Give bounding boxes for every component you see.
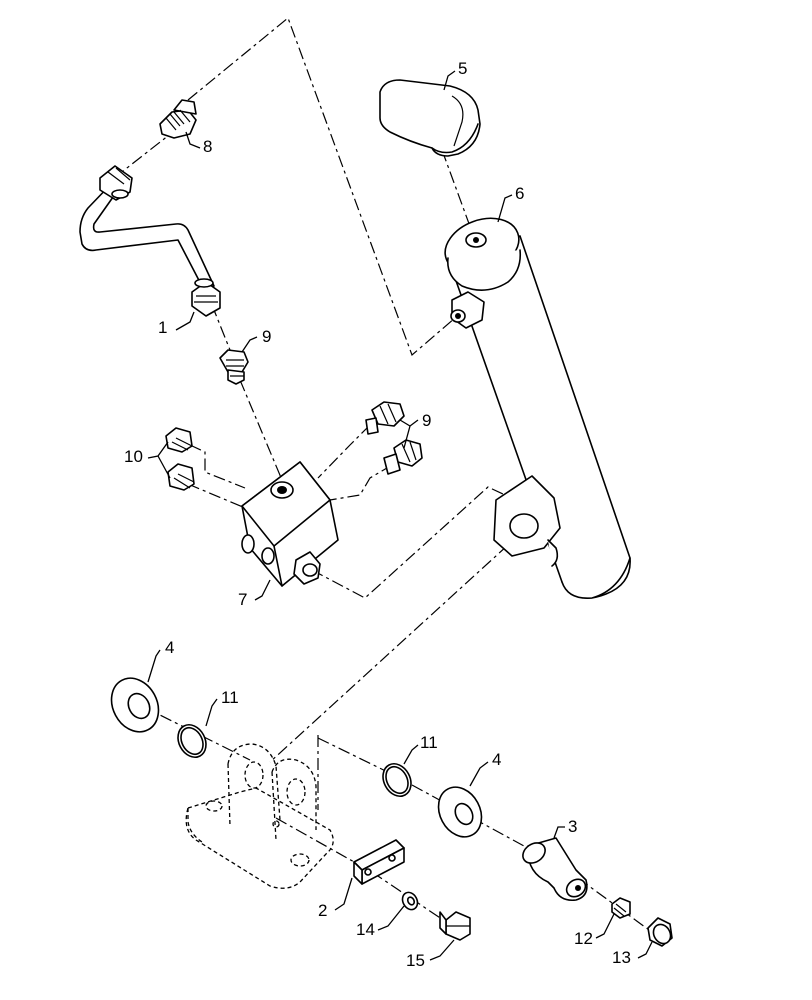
washer-part-4-right bbox=[437, 786, 483, 838]
o-ring-part-11-left bbox=[177, 723, 207, 759]
mounting-bracket-phantom bbox=[185, 743, 334, 889]
cap-part-5 bbox=[379, 79, 481, 157]
fitting-part-9-right-upper bbox=[365, 401, 405, 435]
callout-4-left: 4 bbox=[165, 638, 174, 657]
plug-part-10-lower bbox=[167, 463, 195, 491]
o-ring-part-11-right bbox=[382, 762, 412, 798]
grease-fitting-part-12 bbox=[611, 897, 631, 919]
callout-4-right: 4 bbox=[492, 750, 501, 769]
assembly-centerlines bbox=[117, 17, 661, 939]
bolt-part-15 bbox=[439, 911, 471, 941]
fitting-part-9-upper bbox=[219, 349, 249, 385]
callout-9-upper: 9 bbox=[262, 327, 271, 346]
callout-9-right: 9 bbox=[422, 411, 431, 430]
plug-part-10-upper bbox=[165, 427, 193, 453]
callout-6: 6 bbox=[515, 184, 524, 203]
washer-part-14 bbox=[401, 891, 419, 911]
hydraulic-cylinder-part-6 bbox=[444, 217, 631, 599]
callout-11-left: 11 bbox=[221, 688, 239, 707]
callout-8: 8 bbox=[203, 137, 212, 156]
callout-3: 3 bbox=[568, 817, 577, 836]
pin-part-3 bbox=[522, 837, 588, 902]
adapter-fitting-part-8 bbox=[159, 99, 197, 139]
callout-10: 10 bbox=[124, 447, 143, 466]
cap-part-13 bbox=[647, 917, 673, 947]
fitting-part-9-right-lower bbox=[383, 439, 423, 475]
callout-5: 5 bbox=[458, 59, 467, 78]
callout-11-right: 11 bbox=[420, 733, 438, 752]
callout-13: 13 bbox=[612, 948, 631, 967]
tube-assembly-part-1 bbox=[79, 165, 221, 317]
plate-part-2 bbox=[353, 839, 405, 885]
callout-1: 1 bbox=[158, 318, 167, 337]
leader-lines bbox=[147, 70, 653, 961]
callout-2: 2 bbox=[318, 901, 327, 920]
callout-14: 14 bbox=[356, 920, 375, 939]
valve-block-part-7 bbox=[241, 461, 339, 587]
callout-12: 12 bbox=[574, 929, 593, 948]
washer-part-4-left bbox=[110, 677, 160, 733]
callout-labels: 1 2 3 4 4 5 6 7 8 9 9 10 11 11 12 13 14 … bbox=[124, 59, 631, 970]
callout-7: 7 bbox=[238, 590, 247, 609]
callout-15: 15 bbox=[406, 951, 425, 970]
